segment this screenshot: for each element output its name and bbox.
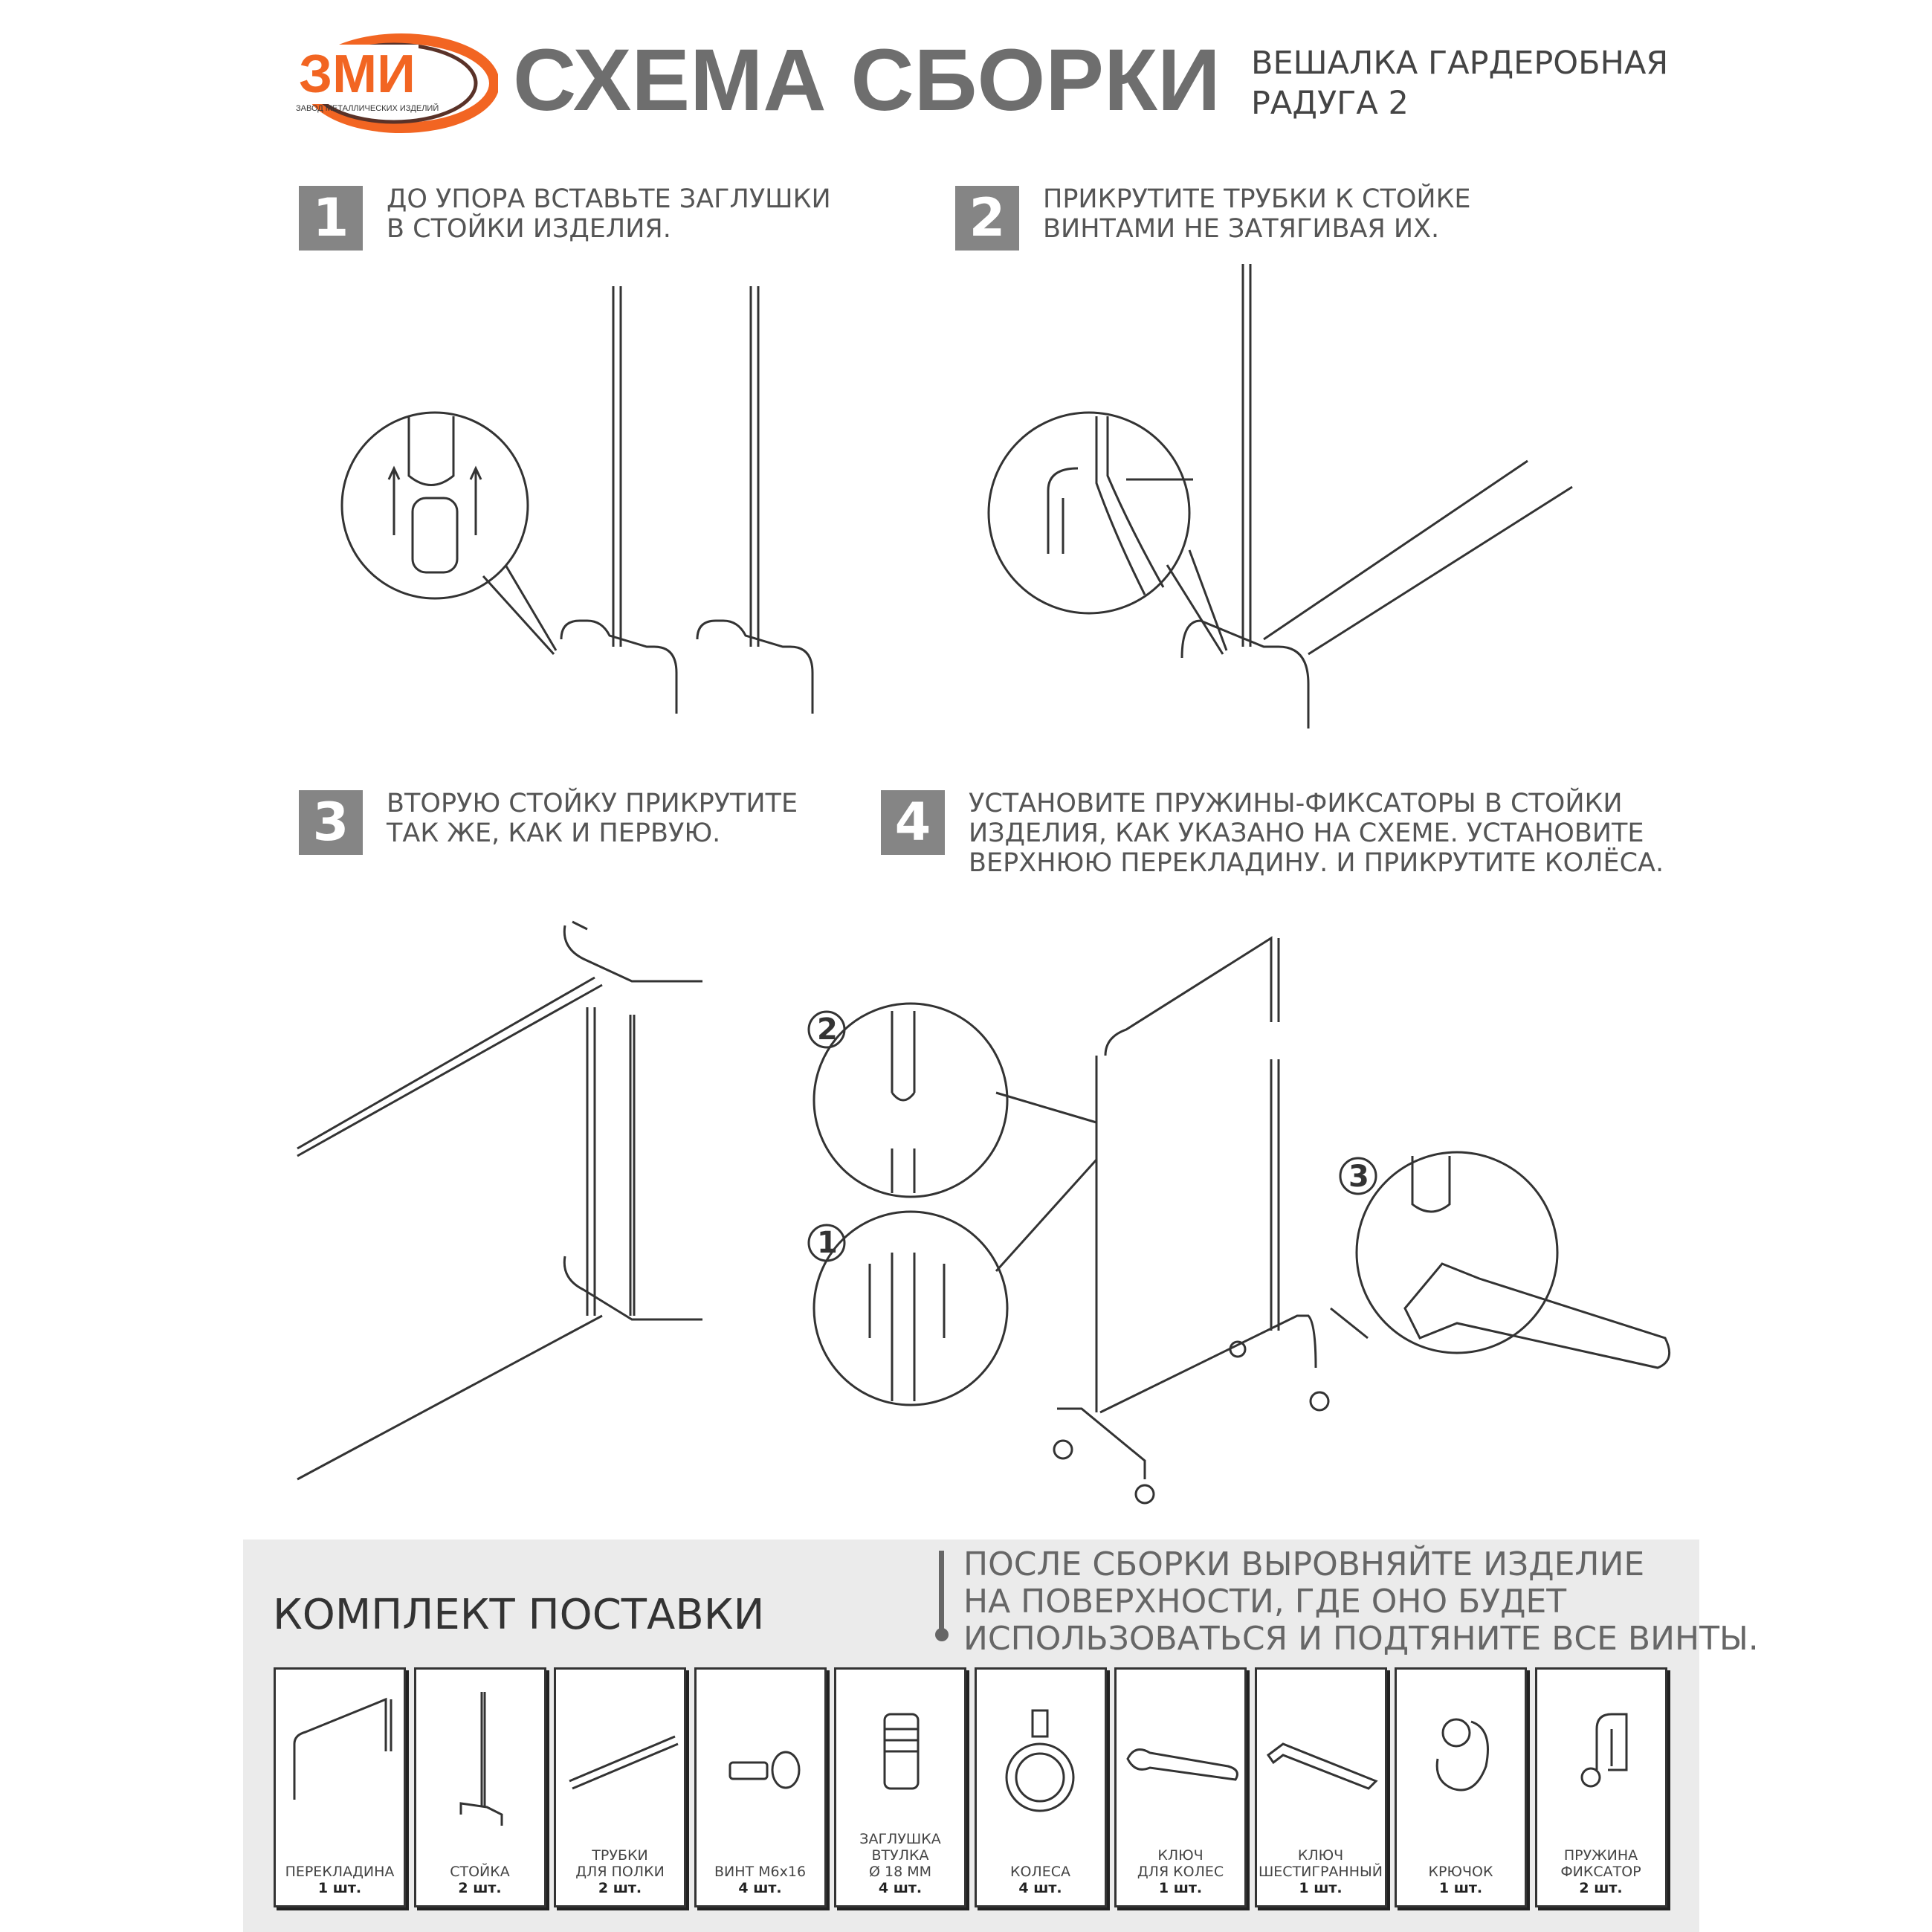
step-4-number: 4 [881, 790, 945, 855]
step-line: ПРИКРУТИТЕ ТРУБКИ К СТОЙКЕ [1043, 184, 1471, 214]
wrench-icon [1126, 1748, 1238, 1781]
step-3-number: 3 [299, 790, 363, 855]
step-line: ДО УПОРА ВСТАВЬТЕ ЗАГЛУШКИ [387, 184, 831, 214]
screw-icon [728, 1751, 800, 1789]
hook-icon [1435, 1718, 1489, 1792]
step-line: ВЕРХНЮЮ ПЕРЕКЛАДИНУ. И ПРИКРУТИТЕ КОЛЁСА… [969, 848, 1664, 878]
part-quantity: 1 шт. [1438, 1880, 1483, 1896]
step-4-diagram [807, 936, 1671, 1505]
tubes-icon [569, 1735, 679, 1790]
subtitle-line: РАДУГА 2 [1251, 85, 1409, 122]
part-quantity: 4 шт. [1018, 1880, 1062, 1896]
part-quantity: 1 шт. [317, 1880, 362, 1896]
plug-icon [883, 1713, 920, 1790]
note-dot [935, 1628, 949, 1641]
step-line: УСТАНОВИТЕ ПРУЖИНЫ-ФИКСАТОРЫ В СТОЙКИ [969, 789, 1623, 818]
part-name: КРЮЧОК [1428, 1864, 1493, 1880]
part-name: Ø 18 ММ [869, 1864, 931, 1880]
part-name: КОЛЕСА [1009, 1864, 1070, 1880]
step-line: В СТОЙКИ ИЗДЕЛИЯ. [387, 214, 671, 244]
note-line: ПОСЛЕ СБОРКИ ВЫРОВНЯЙТЕ ИЗДЕЛИЕ [963, 1545, 1645, 1583]
page-title: СХЕМА СБОРКИ [513, 31, 1221, 129]
note-bar [939, 1551, 944, 1640]
logo: ЗМИ ЗАВОД МЕТАЛЛИЧЕСКИХ ИЗДЕЛИЙ [290, 30, 500, 138]
part-quantity: 4 шт. [738, 1880, 782, 1896]
part-name: СТОЙКА [450, 1864, 510, 1880]
step-1-number: 1 [299, 186, 363, 251]
step-3-diagram [297, 920, 702, 1481]
part-name: ТРУБКИ [592, 1847, 648, 1864]
part-name: ДЛЯ КОЛЕС [1137, 1864, 1224, 1880]
part-name: ВТУЛКА [871, 1847, 929, 1864]
crossbar-icon [293, 1697, 392, 1800]
callout-label: 1 [817, 1226, 838, 1260]
part-quantity: 2 шт. [1579, 1880, 1623, 1896]
stand-icon [459, 1692, 503, 1826]
part-quantity: 1 шт. [1299, 1880, 1343, 1896]
note-line: НА ПОВЕРХНОСТИ, ГДЕ ОНО БУДЕТ [963, 1583, 1567, 1621]
part-name: КЛЮЧ [1157, 1847, 1204, 1864]
step-line: ТАК ЖЕ, КАК И ПЕРВУЮ. [387, 818, 721, 848]
step-2-diagram [987, 264, 1573, 728]
assembly-diagrams: 2 1 3 [297, 264, 1671, 1505]
part-name: ДЛЯ ПОЛКИ [575, 1864, 665, 1880]
wheel-icon [1005, 1709, 1074, 1812]
part-name: ВИНТ М6х16 [714, 1864, 807, 1880]
part-quantity: 4 шт. [878, 1880, 923, 1896]
subtitle-line: ВЕШАЛКА ГАРДЕРОБНАЯ [1251, 45, 1669, 82]
page-subtitle: ВЕШАЛКА ГАРДЕРОБНАЯ РАДУГА 2 [1251, 43, 1668, 123]
part-name: ЗАГЛУШКА [859, 1831, 941, 1847]
part-quantity: 2 шт. [458, 1880, 502, 1896]
part-name: ПЕРЕКЛАДИНА [285, 1864, 395, 1880]
step-1-diagram [340, 286, 814, 714]
kit-title: КОМПЛЕКТ ПОСТАВКИ [273, 1591, 765, 1639]
part-name: КЛЮЧ [1297, 1847, 1344, 1864]
logo-text: ЗМИ [296, 45, 419, 104]
part-quantity: 1 шт. [1158, 1880, 1203, 1896]
step-line: ВТОРУЮ СТОЙКУ ПРИКРУТИТЕ [387, 789, 798, 818]
assembly-note: ПОСЛЕ СБОРКИ ВЫРОВНЯЙТЕ ИЗДЕЛИЕ НА ПОВЕР… [963, 1546, 1759, 1658]
step-line: ВИНТАМИ НЕ ЗАТЯГИВАЯ ИХ. [1043, 214, 1440, 244]
spring-clip-icon [1580, 1713, 1627, 1788]
step-line: ИЗДЕЛИЯ, КАК УКАЗАНО НА СХЕМЕ. УСТАНОВИТ… [969, 818, 1644, 848]
step-2-number: 2 [955, 186, 1019, 251]
callout-label: 3 [1348, 1160, 1369, 1194]
part-name: ПРУЖИНА [1563, 1847, 1638, 1864]
part-name: ШЕСТИГРАННЫЙ [1258, 1864, 1383, 1880]
logo-subtext: ЗАВОД МЕТАЛЛИЧЕСКИХ ИЗДЕЛИЙ [296, 104, 439, 113]
part-name: ФИКСАТОР [1560, 1864, 1641, 1880]
note-line: ИСПОЛЬЗОВАТЬСЯ И ПОДТЯНИТЕ ВСЕ ВИНТЫ. [963, 1620, 1759, 1658]
hex-key-icon [1266, 1742, 1378, 1790]
callout-label: 2 [817, 1012, 838, 1047]
part-quantity: 2 шт. [598, 1880, 642, 1896]
